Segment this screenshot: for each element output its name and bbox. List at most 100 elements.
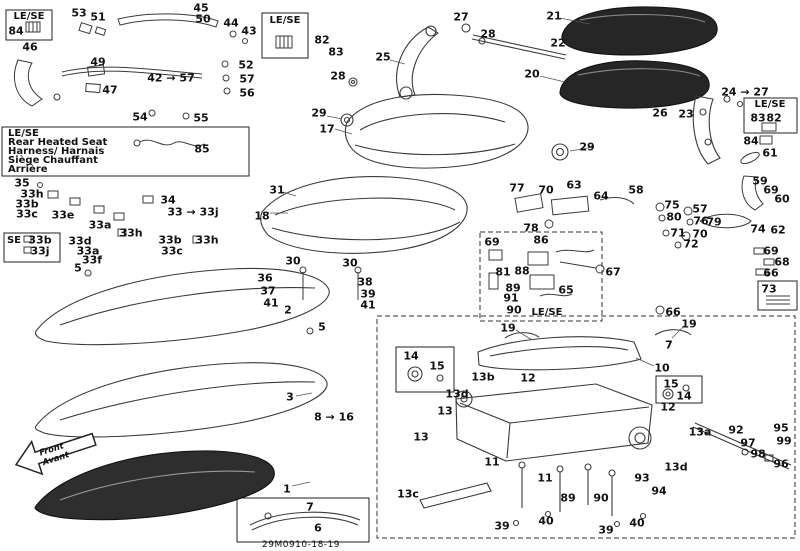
part-callout: 93 bbox=[634, 471, 650, 485]
part-callout: 49 bbox=[90, 55, 106, 69]
part-callout: 33f bbox=[81, 253, 103, 267]
part-callout: 56 bbox=[239, 86, 255, 100]
part-callout: 89 bbox=[505, 281, 521, 295]
part-callout: Arrière bbox=[8, 164, 48, 175]
part-callout: 33b bbox=[28, 233, 52, 247]
part-callout: 84 bbox=[743, 134, 759, 148]
part-callout: LE/SE bbox=[754, 99, 786, 110]
part-callout: 29 bbox=[311, 106, 327, 120]
part-callout: 71 bbox=[670, 226, 686, 240]
part-callout: 96 bbox=[773, 457, 789, 471]
part-callout: 33e bbox=[51, 208, 75, 222]
part-callout: 19 bbox=[500, 321, 516, 335]
part-callout: 44 bbox=[223, 16, 239, 30]
part-callout: 1 bbox=[283, 482, 291, 496]
part-callout: 33a bbox=[76, 244, 100, 258]
part-callout: 33h bbox=[195, 233, 219, 247]
part-callout: 82 bbox=[766, 111, 782, 125]
part-callout: 52 bbox=[238, 58, 254, 72]
right-side-hardware bbox=[488, 151, 790, 315]
part-callout: 21 bbox=[546, 9, 562, 23]
part-callout: 99 bbox=[776, 434, 792, 448]
part-callout: 84 bbox=[8, 24, 24, 38]
part-callout: 89 bbox=[560, 491, 576, 505]
part-callout: 63 bbox=[566, 178, 582, 192]
part-callout: 61 bbox=[762, 146, 778, 160]
part-callout: 2 bbox=[284, 303, 292, 317]
part-callout: 83 bbox=[750, 111, 766, 125]
part-callout: 77 bbox=[509, 181, 525, 195]
part-callout: 3 bbox=[286, 390, 294, 404]
part-callout: 39 bbox=[360, 287, 376, 301]
part-callout: 24 → 27 bbox=[721, 85, 769, 99]
part-callout: 45 bbox=[193, 1, 209, 15]
part-callout: 5 bbox=[74, 261, 82, 275]
part-callout: 80 bbox=[666, 210, 682, 224]
part-callout: 78 bbox=[523, 221, 539, 235]
part-callout: 59 bbox=[752, 174, 768, 188]
part-callout: 97 bbox=[740, 436, 756, 450]
part-callout: 15 bbox=[663, 377, 679, 391]
part-callout: Siège Chauffant bbox=[8, 155, 98, 166]
part-callout: 74 bbox=[750, 222, 766, 236]
part-callout: 41 bbox=[263, 296, 279, 310]
part-callout: 79 bbox=[706, 215, 722, 229]
part-callout: 36 bbox=[257, 271, 273, 285]
part-callout: 33a bbox=[88, 218, 112, 232]
part-callout: 72 bbox=[683, 237, 699, 251]
part-callout: 22 bbox=[550, 36, 566, 50]
part-callout: LE/SE bbox=[269, 15, 301, 26]
part-callout: 30 bbox=[285, 254, 301, 268]
part-number: 29M0910-18-19 bbox=[262, 540, 341, 550]
part-callout: 57 bbox=[692, 202, 708, 216]
part-callout: 55 bbox=[193, 111, 209, 125]
part-callout: LE/SE bbox=[8, 128, 39, 139]
part-callout: 23 bbox=[678, 107, 694, 121]
part-callout: 6 bbox=[314, 521, 322, 535]
part-callout: 90 bbox=[593, 491, 609, 505]
part-callout: 13b bbox=[471, 370, 495, 384]
part-callout: LE/SE bbox=[13, 11, 45, 22]
part-callout: 57 bbox=[239, 72, 255, 86]
part-callout: 98 bbox=[750, 447, 766, 461]
part-callout: 40 bbox=[629, 516, 645, 530]
part-callout: 27 bbox=[453, 10, 469, 24]
part-callout: 33b bbox=[158, 233, 182, 247]
part-callout: 35 bbox=[14, 176, 30, 190]
part-callout: 42 → 57 bbox=[147, 71, 195, 85]
part-callout: 54 bbox=[132, 110, 148, 124]
part-callout: 14 bbox=[403, 349, 419, 363]
part-callout: 73 bbox=[761, 282, 777, 296]
part-callout: 66 bbox=[763, 266, 779, 280]
part-callout: 83 bbox=[328, 45, 344, 59]
part-callout: 43 bbox=[241, 24, 257, 38]
part-callout: 33b bbox=[15, 197, 39, 211]
part-callout: 69 bbox=[763, 183, 779, 197]
part-callout: 30 bbox=[342, 256, 358, 270]
part-callout: 69 bbox=[763, 244, 779, 258]
part-callout: 19 bbox=[681, 317, 697, 331]
part-callout: 13d bbox=[445, 387, 469, 401]
part-callout: 67 bbox=[605, 265, 621, 279]
part-callout: 14 bbox=[676, 389, 692, 403]
part-callout: 76 bbox=[693, 214, 709, 228]
top-left-hardware bbox=[14, 13, 777, 335]
part-callout: 86 bbox=[533, 233, 549, 247]
part-callout: 11 bbox=[484, 455, 500, 469]
part-callout: 69 bbox=[484, 235, 500, 249]
part-callout: 51 bbox=[90, 10, 106, 24]
part-callout: 82 bbox=[314, 33, 330, 47]
part-callout: 13 bbox=[437, 404, 453, 418]
part-callout: 11 bbox=[537, 471, 553, 485]
part-callout: 64 bbox=[593, 189, 609, 203]
part-callout: Harness/ Harnais bbox=[8, 146, 105, 157]
part-callout: 50 bbox=[195, 12, 211, 26]
part-callout: 12 bbox=[660, 400, 676, 414]
part-callout: 66 bbox=[665, 305, 681, 319]
part-callout: 25 bbox=[375, 50, 391, 64]
part-callout: 12 bbox=[520, 371, 536, 385]
part-callout: 18 bbox=[254, 209, 270, 223]
